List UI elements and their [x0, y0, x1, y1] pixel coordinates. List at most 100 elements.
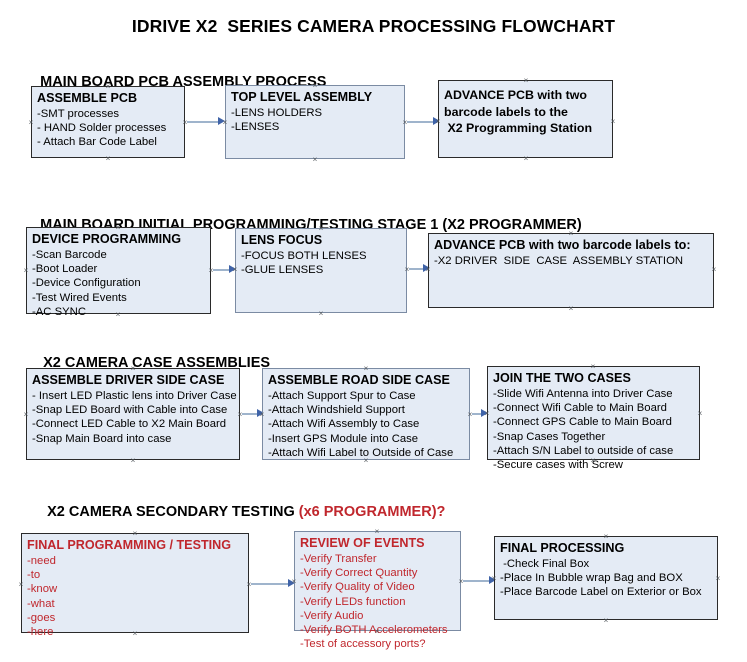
connection-handle-top[interactable]	[105, 83, 112, 90]
connection-handle-left[interactable]	[23, 411, 30, 418]
connection-handle-left[interactable]	[23, 267, 30, 274]
connection-handle-top[interactable]	[568, 230, 575, 237]
box-advance-pcb-driver-side-case[interactable]: ADVANCE PCB with two barcode labels to: …	[428, 233, 714, 308]
connector-line	[472, 413, 485, 415]
connection-handle-left[interactable]	[259, 411, 266, 418]
connection-handle-top[interactable]	[363, 365, 370, 372]
connection-handle-bottom[interactable]	[523, 155, 530, 162]
connector-line	[251, 583, 290, 585]
connection-handle-top[interactable]	[523, 77, 530, 84]
box-top-level-assembly[interactable]: TOP LEVEL ASSEMBLY -LENS HOLDERS -LENSES	[225, 85, 405, 159]
box-line: -SMT processes	[37, 108, 120, 120]
box-line: X2 Programming Station	[444, 121, 593, 135]
connection-handle-left[interactable]	[435, 118, 442, 125]
connection-handle-top[interactable]	[130, 365, 137, 372]
box-line: -to	[27, 569, 41, 582]
box-line: -Verify LEDs function	[300, 595, 406, 608]
connection-handle-right[interactable]	[715, 575, 722, 582]
box-line: -Verify Transfer	[300, 553, 377, 565]
box-line-overflow: -Test of accessory ports?	[300, 638, 426, 651]
box-line: -Attach Wifi Label to Outside of Case	[268, 446, 454, 459]
connection-handle-left[interactable]	[222, 119, 229, 126]
box-line: ADVANCE PCB with two	[444, 88, 587, 102]
box-line: -Place Barcode Label on Exterior or Box	[500, 586, 702, 599]
connection-handle-right[interactable]	[697, 410, 704, 417]
section-heading-case-assemblies: X2 CAMERA CASE ASSEMBLIES	[27, 339, 270, 387]
box-line: -Secure cases with Screw	[493, 459, 623, 472]
box-advance-pcb-programming-station[interactable]: ADVANCE PCB with two barcode labels to t…	[438, 80, 613, 158]
box-line: - HAND Solder processes	[37, 122, 167, 135]
connection-handle-top[interactable]	[590, 363, 597, 370]
box-title: ASSEMBLE PCB	[37, 91, 138, 105]
connection-handle-left[interactable]	[491, 575, 498, 582]
box-title: TOP LEVEL ASSEMBLY	[231, 90, 373, 104]
box-lens-focus[interactable]: LENS FOCUS -FOCUS BOTH LENSES -GLUE LENS…	[235, 228, 407, 313]
box-line: -Connect LED Cable to X2 Main Board	[32, 418, 227, 431]
box-line: -Snap Cases Together	[493, 430, 606, 443]
box-title: FINAL PROCESSING	[500, 541, 625, 555]
connection-handle-top[interactable]	[115, 224, 122, 231]
box-line: -AC SYNC	[32, 305, 86, 318]
box-line: -Insert GPS Module into Case	[268, 432, 419, 445]
box-line: -Test Wired Events	[32, 291, 127, 304]
box-line: -Check Final Box	[500, 558, 590, 570]
box-line: -Verify Quality of Video	[300, 581, 415, 594]
box-assemble-road-side-case[interactable]: ASSEMBLE ROAD SIDE CASE -Attach Support …	[262, 368, 470, 460]
box-title: REVIEW OF EVENTS	[300, 536, 425, 550]
box-final-programming-testing[interactable]: FINAL PROGRAMMING / TESTING -need -to -k…	[21, 533, 249, 638]
connection-handle-top[interactable]	[312, 82, 319, 89]
connection-handle-bottom[interactable]	[603, 617, 610, 624]
box-join-the-two-cases[interactable]: JOIN THE TWO CASES -Slide Wifi Antenna i…	[487, 366, 700, 471]
box-line: barcode labels to the	[444, 104, 568, 119]
box-assemble-pcb[interactable]: ASSEMBLE PCB -SMT processes - HAND Solde…	[31, 86, 185, 158]
box-line: -Connect GPS Cable to Main Board	[493, 416, 672, 429]
connection-handle-right[interactable]	[610, 118, 617, 125]
connection-handle-left[interactable]	[18, 581, 25, 588]
connection-handle-left[interactable]	[232, 266, 239, 273]
box-line: -Snap LED Board with Cable into Case	[32, 404, 228, 417]
connection-handle-bottom[interactable]	[132, 630, 139, 637]
connection-handle-bottom[interactable]	[105, 155, 112, 162]
section-heading-accent: (x6 PROGRAMMER)?	[298, 504, 446, 520]
connector-line	[242, 413, 260, 415]
connection-handle-bottom[interactable]	[318, 310, 325, 317]
box-title: JOIN THE TWO CASES	[493, 371, 631, 385]
box-line: -what	[27, 597, 55, 610]
box-line: -Snap Main Board into case	[32, 432, 172, 445]
connection-handle-bottom[interactable]	[374, 628, 381, 635]
connection-handle-top[interactable]	[374, 528, 381, 535]
connection-handle-top[interactable]	[603, 533, 610, 540]
box-device-programming[interactable]: DEVICE PROGRAMMING -Scan Barcode -Boot L…	[26, 227, 211, 318]
connection-handle-top[interactable]	[132, 530, 139, 537]
box-title: ADVANCE PCB with two barcode labels to:	[434, 238, 691, 252]
box-line: -Attach Wifi Assembly to Case	[268, 418, 420, 431]
connection-handle-right[interactable]	[711, 266, 718, 273]
connection-handle-top[interactable]	[318, 225, 325, 232]
connector-line	[409, 268, 426, 270]
connection-handle-left[interactable]	[291, 578, 298, 585]
box-line: -Scan Barcode	[32, 249, 107, 261]
connection-handle-bottom[interactable]	[312, 156, 319, 163]
connection-handle-bottom[interactable]	[115, 311, 122, 318]
connector-line	[187, 121, 220, 123]
connector-line	[407, 121, 436, 123]
connection-handle-bottom[interactable]	[590, 457, 597, 464]
connection-handle-left[interactable]	[28, 119, 35, 126]
section-heading-secondary-testing: X2 CAMERA SECONDARY TESTING (x6 PROGRAMM…	[31, 488, 445, 536]
box-review-of-events[interactable]: REVIEW OF EVENTS -Verify Transfer -Verif…	[294, 531, 461, 650]
box-title: FINAL PROGRAMMING / TESTING	[27, 538, 232, 552]
box-line: - Insert LED Plastic lens into Driver Ca…	[32, 390, 237, 402]
box-assemble-driver-side-case[interactable]: ASSEMBLE DRIVER SIDE CASE - Insert LED P…	[26, 368, 240, 460]
section-heading-text: X2 CAMERA CASE ASSEMBLIES	[43, 355, 271, 371]
box-line: -GLUE LENSES	[241, 264, 324, 277]
connection-handle-bottom[interactable]	[130, 457, 137, 464]
connection-handle-left[interactable]	[425, 266, 432, 273]
connection-handle-bottom[interactable]	[568, 305, 575, 312]
box-line: -Place In Bubble wrap Bag and BOX	[500, 572, 683, 585]
box-final-processing[interactable]: FINAL PROCESSING -Check Final Box -Place…	[494, 536, 718, 620]
box-line: -Verify Correct Quantity	[300, 567, 418, 580]
connection-handle-left[interactable]	[484, 410, 491, 417]
box-line: -Attach Windshield Support	[268, 404, 405, 417]
connection-handle-bottom[interactable]	[363, 457, 370, 464]
